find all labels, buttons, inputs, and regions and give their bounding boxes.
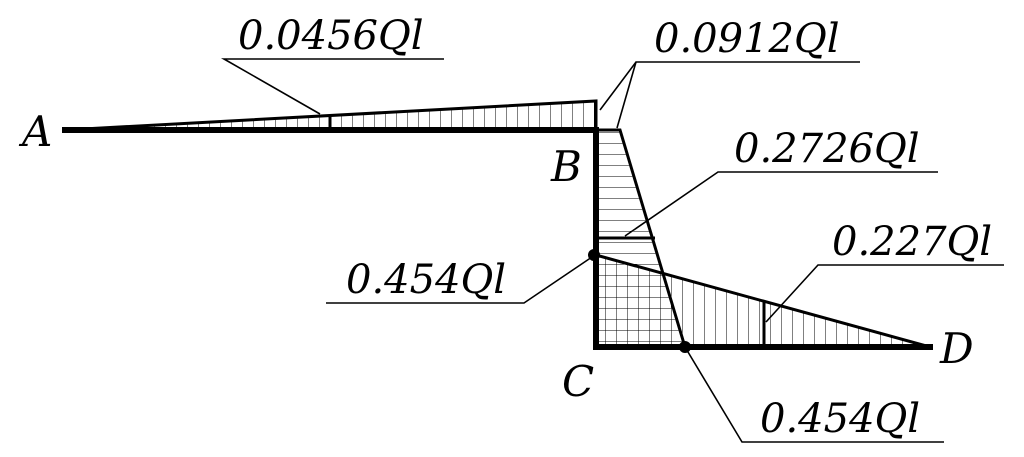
point-label-c: C [562,357,594,406]
label-ab-mid: 0.0456Ql [238,13,424,59]
point-label-a: A [18,107,52,156]
leader-c-column [326,256,593,304]
leader-ab-mid [220,58,444,115]
frame-member [62,127,933,350]
label-bc-mid: 0.2726Ql [734,126,920,172]
moment-outline-ab [64,99,598,132]
label-b-joint: 0.0912Ql [654,16,840,62]
leader-cd-mid [765,264,1004,323]
leader-b-joint [599,61,860,111]
label-c-column: 0.454Ql [346,257,506,303]
leader-b-joint-2 [616,61,637,129]
label-cd-zero: 0.454Ql [760,396,920,442]
leader-cd-zero [684,346,944,443]
point-label-b: B [550,142,582,191]
label-cd-mid: 0.227Ql [832,219,992,265]
point-label-d: D [939,324,974,373]
leader-bc-mid [624,171,938,237]
